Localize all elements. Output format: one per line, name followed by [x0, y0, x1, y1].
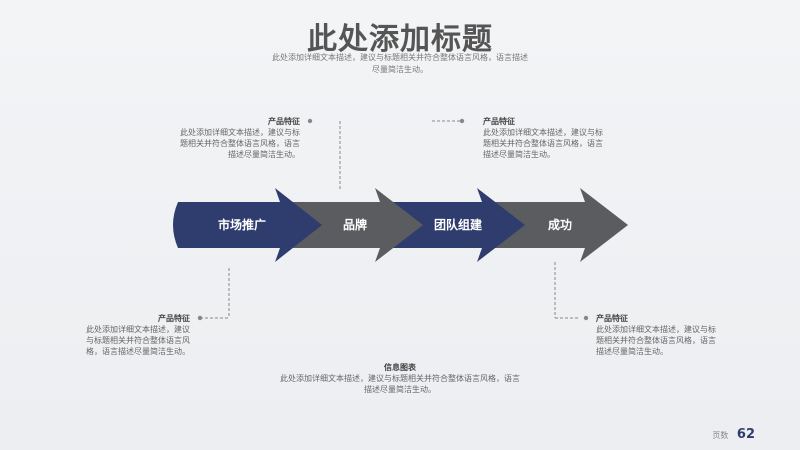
- feature-text: 此处添加详细文本描述，建议与标题相关并符合整体语言风格，语言描述尽量简洁生动。: [86, 325, 190, 356]
- feature-title: 产品特征: [483, 117, 515, 126]
- dot-4: [583, 315, 589, 321]
- connector-lines: [200, 120, 580, 319]
- info-text: 此处添加详细文本描述，建议与标题相关并符合整体语言风格，语言描述尽量简洁生动。: [280, 374, 520, 394]
- page-title: 此处添加标题: [307, 22, 493, 57]
- feature-title: 产品特征: [268, 117, 300, 126]
- feature-block-bottom-left: 产品特征 此处添加详细文本描述，建议与标题相关并符合整体语言风格，语言描述尽量简…: [80, 313, 190, 357]
- feature-title: 产品特征: [158, 314, 190, 323]
- page-label: 页数: [712, 431, 729, 440]
- feature-text: 此处添加详细文本描述，建议与标题相关并符合整体语言风格，语言描述尽量简洁生动。: [596, 325, 716, 356]
- info-title: 信息图表: [384, 363, 416, 372]
- arrow-2: [290, 188, 423, 262]
- connector-dots: [197, 118, 589, 321]
- feature-title: 产品特征: [596, 314, 628, 323]
- arrow-label-2: 品牌: [343, 217, 367, 232]
- page-number: 62: [736, 427, 755, 442]
- arrow-3: [393, 188, 525, 262]
- feature-text: 此处添加详细文本描述，建议与标题相关并符合整体语言风格，语言描述尽量简洁生动。: [483, 128, 603, 159]
- arrow-label-4: 成功: [548, 217, 572, 232]
- arrow-4: [495, 188, 628, 262]
- dot-1: [307, 118, 313, 124]
- feature-block-top-left: 产品特征 此处添加详细文本描述，建议与标题相关并符合整体语言风格，语言描述尽量简…: [180, 116, 300, 160]
- dot-2: [459, 118, 465, 124]
- arrow-1: [173, 188, 322, 262]
- dot-3: [197, 315, 203, 321]
- feature-block-bottom-right: 产品特征 此处添加详细文本描述，建议与标题相关并符合整体语言风格，语言描述尽量简…: [596, 313, 716, 357]
- page-footer: 页数 62: [712, 427, 755, 442]
- info-block-bottom-center: 信息图表 此处添加详细文本描述，建议与标题相关并符合整体语言风格，语言描述尽量简…: [280, 362, 520, 395]
- feature-block-top-right: 产品特征 此处添加详细文本描述，建议与标题相关并符合整体语言风格，语言描述尽量简…: [483, 116, 608, 160]
- feature-text: 此处添加详细文本描述，建议与标题相关并符合整体语言风格，语言描述尽量简洁生动。: [180, 128, 300, 159]
- arrow-label-1: 市场推广: [218, 217, 266, 232]
- arrow-label-3: 团队组建: [434, 217, 483, 232]
- page-subtitle: 此处添加详细文本描述，建议与标题相关并符合整体语言风格，语言描述尽量简洁生动。: [272, 53, 528, 74]
